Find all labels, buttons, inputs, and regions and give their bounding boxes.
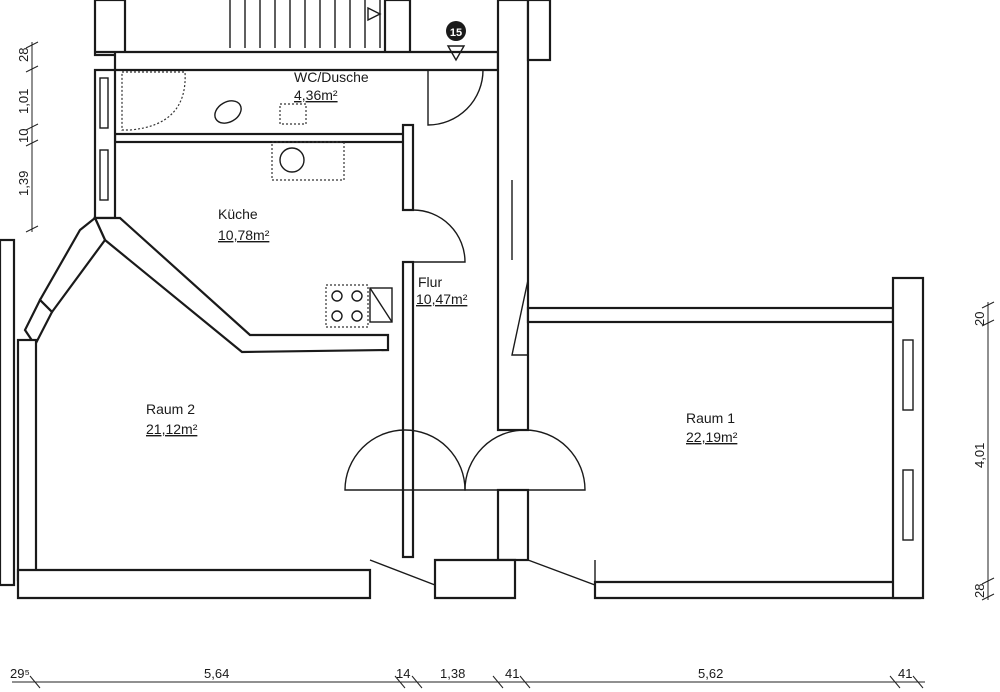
dim-bottom-4: 1,38: [440, 666, 465, 681]
left-dimensions: 28 1,01 10 1,39: [16, 41, 39, 233]
marker-number: 15: [450, 27, 462, 39]
flur-name: Flur: [418, 274, 442, 290]
dim-bottom-5: 41: [505, 666, 519, 681]
toilet-icon: [214, 100, 242, 124]
sink-icon: [279, 103, 307, 125]
dim-bottom-7: 41: [898, 666, 912, 681]
dim-left-3: 10: [16, 129, 31, 143]
dim-right-1: 20: [972, 312, 987, 326]
dim-left-2: 1,01: [16, 89, 31, 114]
wc-name: WC/Dusche: [294, 69, 369, 85]
kueche-area: 10,78m²: [218, 227, 270, 243]
raum2-area: 21,12m²: [146, 421, 198, 437]
fixtures: [121, 71, 393, 328]
dim-bottom-2: 5,64: [204, 666, 229, 681]
walls: [0, 0, 925, 600]
dim-bottom-1: 29⁵: [10, 666, 30, 681]
dim-left-4: 1,39: [16, 171, 31, 196]
shower-icon: [121, 71, 186, 131]
kueche-name: Küche: [218, 206, 258, 222]
dim-bottom-6: 5,62: [698, 666, 723, 681]
raum1-area: 22,19m²: [686, 429, 738, 445]
doors: [344, 69, 596, 587]
stove-icon: [325, 284, 369, 328]
chimney-icon: [369, 287, 393, 323]
right-dimensions: 20 4,01 28: [972, 301, 995, 601]
position-marker: 15: [446, 21, 466, 62]
raum2-name: Raum 2: [146, 401, 195, 417]
flur-area: 10,47m²: [416, 291, 468, 307]
dim-left-1: 28: [16, 48, 31, 62]
dim-right-3: 28: [972, 584, 987, 598]
wc-area: 4,36m²: [294, 87, 338, 103]
bottom-dimensions: 29⁵ 5,64 14 1,38 41 5,62 41: [10, 666, 925, 689]
staircase: [93, 0, 412, 57]
dim-right-2: 4,01: [972, 443, 987, 468]
kitchen-sink-icon: [271, 141, 345, 181]
dim-bottom-3: 14: [396, 666, 410, 681]
room-labels: WC/Dusche 4,36m² Küche 10,78m² Flur 10,4…: [146, 69, 738, 445]
raum1-name: Raum 1: [686, 410, 735, 426]
